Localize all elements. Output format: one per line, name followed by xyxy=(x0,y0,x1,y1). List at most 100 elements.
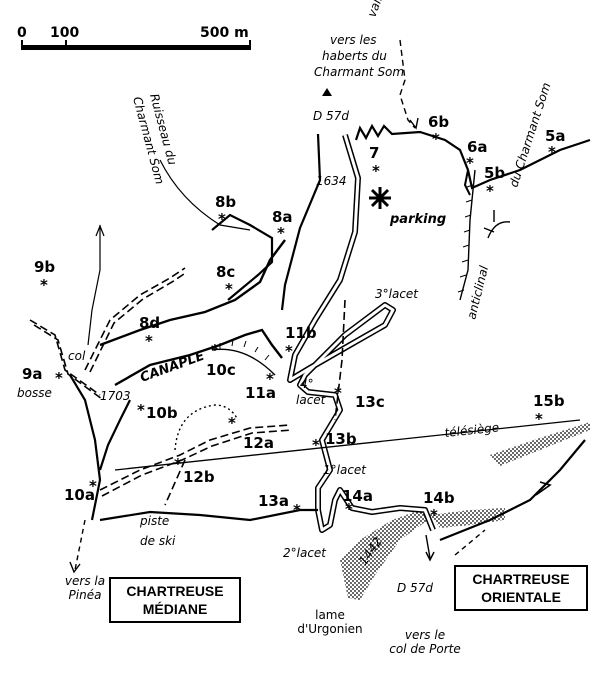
lacet-4a: 4° xyxy=(300,377,314,391)
lame-line-1: lame xyxy=(315,608,345,622)
north-triangle xyxy=(322,88,332,96)
lame-urgonien: lame d'Urgonien xyxy=(275,608,385,636)
scale-bar: 0 100 500 m xyxy=(17,25,251,50)
svg-text:*: * xyxy=(266,370,274,388)
station-8c: 8c xyxy=(216,263,235,281)
urgonian-blade xyxy=(340,510,428,600)
south-road-stub xyxy=(425,534,431,559)
west-line xyxy=(69,374,102,521)
station-8b: 8b xyxy=(215,193,236,211)
lacet-4b: lacet xyxy=(296,393,327,407)
svg-text:*: * xyxy=(430,506,438,524)
svg-text:*: * xyxy=(466,154,474,172)
station-14a: 14a xyxy=(342,487,373,505)
svg-text:*: * xyxy=(137,401,145,419)
station-10b: 10b xyxy=(146,404,178,422)
lame-line-2: d'Urgonien xyxy=(297,622,363,636)
piste-1: piste xyxy=(139,514,169,528)
canaple-label: CANAPLE xyxy=(138,349,206,386)
haberts-3: Charmant Som xyxy=(314,65,404,79)
pinea-line-2: Pinéa xyxy=(68,588,102,602)
station-8d: 8d xyxy=(139,314,160,332)
haberts-1: vers les xyxy=(330,33,376,47)
telesiege-label: télésiège xyxy=(444,420,500,440)
ridge-line xyxy=(280,133,322,311)
svg-text:*: * xyxy=(55,369,63,387)
station-12a: 12a xyxy=(243,434,274,452)
svg-text:*: * xyxy=(535,410,543,428)
canaple-north xyxy=(99,239,286,347)
east-dash xyxy=(454,529,486,556)
mediane-line-2: MÉDIANE xyxy=(142,601,208,617)
vallon-path xyxy=(399,39,416,129)
station-6b: 6b xyxy=(428,113,449,131)
col-label: col xyxy=(68,349,86,363)
svg-text:*: * xyxy=(40,276,48,294)
east-arrow xyxy=(535,481,552,496)
station-9a: 9a xyxy=(22,365,43,383)
orientale-line-1: CHARTREUSE xyxy=(472,571,570,587)
station-11b: 11b xyxy=(285,324,317,342)
station-7: 7 xyxy=(369,144,379,162)
chartreuse-mediane-box: CHARTREUSE MÉDIANE xyxy=(109,577,241,623)
pinea-direction: vers la Pinéa xyxy=(50,574,120,602)
pinea-line-1: vers la xyxy=(64,574,106,588)
svg-text:*: * xyxy=(293,501,301,519)
station-5a: 5a xyxy=(545,127,566,145)
svg-text:*: * xyxy=(285,342,293,360)
station-13b: 13b xyxy=(325,430,357,448)
col-line xyxy=(98,399,131,471)
orientale-line-2: ORIENTALE xyxy=(481,589,561,605)
station-points: *** *** *** *** *** *** *** *** xyxy=(40,130,556,524)
alt-1634: 1634 xyxy=(316,174,347,188)
road-d57d-inner xyxy=(288,134,435,532)
svg-text:*: * xyxy=(211,341,219,359)
alt-1703: 1703 xyxy=(100,389,131,403)
piste-2: de ski xyxy=(140,534,176,548)
anticlinal-ticks xyxy=(457,184,474,293)
lacet-2: 2°lacet xyxy=(283,546,327,560)
mediane-line-1: CHARTREUSE xyxy=(126,583,224,599)
stipple-band xyxy=(430,508,505,528)
station-13a: 13a xyxy=(258,492,289,510)
svg-text:*: * xyxy=(228,414,236,432)
station-11a: 11a xyxy=(245,384,276,402)
col-porte-line-1: vers le xyxy=(404,628,446,642)
svg-text:*: * xyxy=(174,455,182,473)
svg-text:*: * xyxy=(312,436,320,454)
svg-text:*: * xyxy=(334,384,342,402)
stream-west xyxy=(87,225,101,346)
lacet-3: 3°lacet xyxy=(375,287,419,301)
ski-runs xyxy=(29,267,346,506)
north-boundary-hook xyxy=(463,169,471,196)
station-10a: 10a xyxy=(64,486,95,504)
north-boundary xyxy=(354,123,591,190)
pinea-path xyxy=(74,519,86,571)
pinea-arrow xyxy=(69,561,81,574)
scale-zero: 0 xyxy=(17,25,27,41)
bosse-label: bosse xyxy=(17,386,52,400)
summit-line xyxy=(211,213,274,301)
station-15b: 15b xyxy=(533,392,565,410)
dip-ticks xyxy=(483,210,495,233)
svg-text:*: * xyxy=(345,500,353,518)
station-6a: 6a xyxy=(467,138,488,156)
dotted-arc xyxy=(174,404,239,451)
parking-label: parking xyxy=(389,212,446,227)
svg-text:*: * xyxy=(145,332,153,350)
station-markers: 7 6b 6a 5a 5b 8b 8a 8c 8d 9b 9a 11b 10c … xyxy=(22,113,566,510)
vallon-arrow xyxy=(409,117,419,130)
chartreuse-orientale-box: CHARTREUSE ORIENTALE xyxy=(454,565,588,611)
station-12b: 12b xyxy=(183,468,215,486)
col-porte-line-2: col de Porte xyxy=(389,642,461,656)
station-9b: 9b xyxy=(34,258,55,276)
telesiege-line xyxy=(114,419,581,471)
stipple-band-east xyxy=(490,422,590,466)
svg-text:*: * xyxy=(372,162,380,180)
parking-icon xyxy=(369,187,391,209)
haberts-2: haberts du xyxy=(322,49,387,63)
svg-text:*: * xyxy=(277,224,285,242)
svg-text:*: * xyxy=(548,143,556,161)
stream-west-arrow xyxy=(95,224,105,237)
